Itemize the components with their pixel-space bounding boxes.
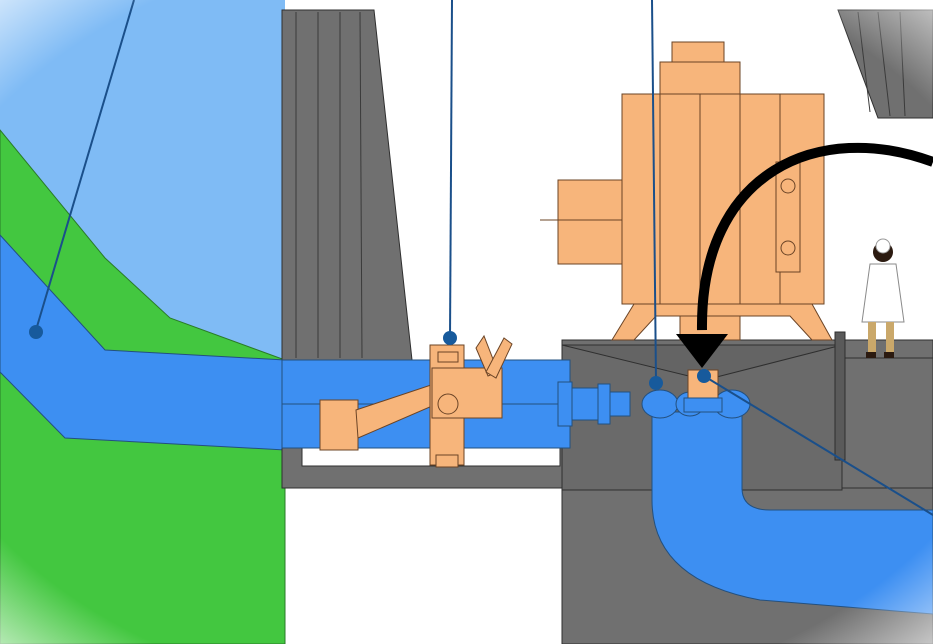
- callout-inlet-valve-dot: [649, 376, 663, 390]
- callout-intake-gate-dot: [443, 331, 457, 345]
- callout-reservoir-dot: [29, 325, 43, 339]
- background-building: [838, 10, 933, 118]
- callout-turbine-dot: [697, 369, 711, 383]
- dam-wall: [282, 10, 412, 360]
- generator: [540, 42, 832, 340]
